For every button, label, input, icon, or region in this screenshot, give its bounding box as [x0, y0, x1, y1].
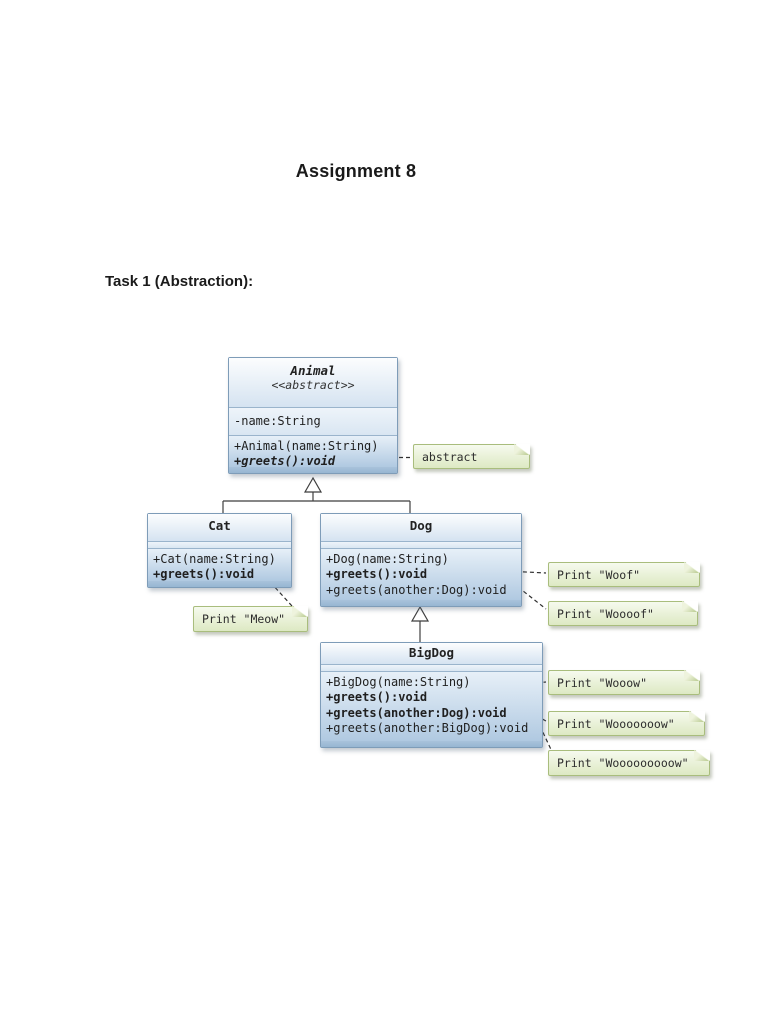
- note-wooooooow: Print "Wooooooow": [548, 711, 705, 736]
- method-line: +BigDog(name:String): [326, 675, 471, 689]
- class-name: Animal: [290, 363, 336, 378]
- note-link-woooof: [517, 586, 547, 610]
- class-attributes: [321, 665, 542, 672]
- class-name: Dog: [409, 518, 433, 533]
- class-footer: [229, 467, 397, 473]
- method-line: +greets():void: [326, 690, 428, 705]
- class-stereotype: <<abstract>>: [271, 378, 355, 392]
- note-meow: Print "Meow": [193, 606, 308, 632]
- class-methods: +Animal(name:String) +greets():void: [229, 436, 397, 467]
- note-text: Print "Woof": [557, 567, 641, 582]
- method-line: +greets(another:BigDog):void: [326, 721, 529, 736]
- class-attributes: [148, 542, 291, 549]
- note-woooof: Print "Woooof": [548, 601, 698, 626]
- method-line: +greets(another:Dog):void: [326, 705, 507, 720]
- note-text: Print "Woooof": [557, 606, 654, 621]
- inheritance-arrow-animal: [303, 476, 323, 493]
- class-name: Cat: [208, 518, 231, 533]
- note-text: Print "Wooooooooow": [557, 756, 689, 770]
- method-line: +Cat(name:String): [153, 552, 276, 566]
- note-wooow: Print "Wooow": [548, 670, 700, 695]
- class-methods: +Cat(name:String) +greets():void: [148, 549, 291, 581]
- uml-class-dog: Dog +Dog(name:String) +greets():void +gr…: [320, 513, 522, 607]
- note-text: abstract: [422, 449, 478, 464]
- class-name: BigDog: [408, 645, 455, 660]
- inheritance-line-animal-children: [222, 492, 411, 513]
- attribute-line: -name:String: [234, 414, 321, 428]
- method-line: +greets():void: [153, 567, 255, 581]
- method-line: +Animal(name:String): [234, 439, 379, 453]
- class-footer: [321, 600, 521, 606]
- class-footer: [321, 741, 542, 747]
- class-attributes: [321, 542, 521, 549]
- class-methods: +BigDog(name:String) +greets():void +gre…: [321, 672, 542, 741]
- method-line: +greets():void: [326, 567, 428, 582]
- method-line: +Dog(name:String): [326, 552, 449, 566]
- class-footer: [148, 581, 291, 587]
- document-title: Assignment 8: [295, 161, 417, 181]
- note-text: Print "Wooooooow": [557, 716, 675, 731]
- class-header: Cat: [148, 514, 291, 542]
- class-header: BigDog: [321, 643, 542, 665]
- note-text: Print "Wooow": [557, 675, 648, 690]
- uml-class-cat: Cat +Cat(name:String) +greets():void: [147, 513, 292, 588]
- note-abstract: abstract: [413, 444, 530, 469]
- uml-class-animal: Animal <<abstract>> -name:String +Animal…: [228, 357, 398, 474]
- method-line: +greets():void: [234, 454, 336, 467]
- class-header: Dog: [321, 514, 521, 542]
- task-heading: Task 1 (Abstraction):: [105, 273, 254, 290]
- class-attributes: -name:String: [229, 408, 397, 436]
- method-line: +greets(another:Dog):void: [326, 582, 507, 597]
- note-text: Print "Meow": [202, 612, 286, 626]
- class-methods: +Dog(name:String) +greets():void +greets…: [321, 549, 521, 600]
- class-header: Animal <<abstract>>: [229, 358, 397, 408]
- note-wooooooooow: Print "Wooooooooow": [548, 750, 710, 776]
- uml-class-bigdog: BigDog +BigDog(name:String) +greets():vo…: [320, 642, 543, 748]
- note-woof: Print "Woof": [548, 562, 700, 587]
- inheritance-arrow-dog: [410, 605, 430, 622]
